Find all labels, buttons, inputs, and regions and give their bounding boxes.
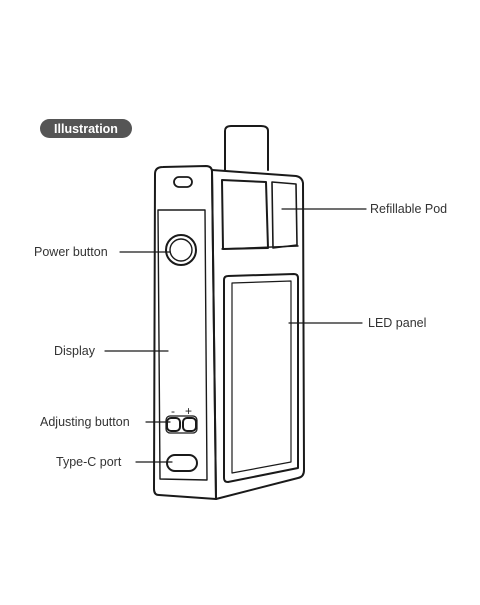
label-led-panel: LED panel <box>368 316 427 330</box>
led-slot <box>173 176 193 188</box>
refillable-pod-window <box>221 179 299 250</box>
device-front-face <box>153 165 217 500</box>
type-c-port-icon <box>166 454 198 472</box>
adjusting-button-icon <box>165 415 198 434</box>
led-panel-outline <box>223 273 299 483</box>
plus-sign: + <box>185 404 192 418</box>
label-display: Display <box>54 344 95 358</box>
label-type-c-port: Type-C port <box>56 455 122 469</box>
label-refillable-pod: Refillable Pod <box>370 202 448 216</box>
minus-sign: - <box>171 404 175 418</box>
label-power-button: Power button <box>34 245 108 259</box>
power-button-icon <box>165 234 197 266</box>
leader-lines <box>104 208 367 463</box>
label-adjusting-button: Adjusting button <box>40 415 130 429</box>
device-right-body <box>211 169 305 500</box>
mouthpiece <box>224 125 269 171</box>
illustration-badge: Illustration <box>40 119 132 138</box>
